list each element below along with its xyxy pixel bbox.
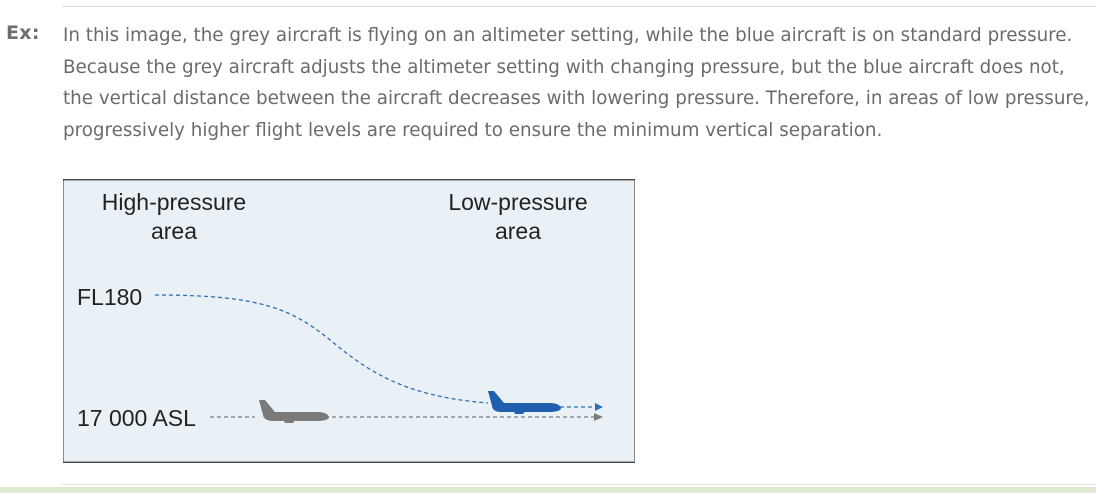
pressure-altitude-diagram: High-pressure area Low-pressure area FL1…: [63, 179, 635, 463]
bottom-divider: [62, 484, 1096, 485]
fl180-label: FL180: [77, 284, 142, 310]
low-pressure-label-line2: area: [495, 218, 541, 244]
blue-flight-path: [154, 294, 489, 404]
diagram-panel: [63, 179, 635, 463]
altitude-17000-label: 17 000 ASL: [77, 405, 196, 431]
high-pressure-label-line2: area: [151, 218, 197, 244]
example-label: Ex:: [6, 22, 40, 44]
arrowhead-icon: [594, 413, 603, 421]
low-pressure-label-line1: Low-pressure: [448, 189, 587, 215]
arrowhead-icon: [595, 403, 603, 411]
bottom-band: [0, 487, 1096, 493]
example-text: In this image, the grey aircraft is flyi…: [63, 25, 1090, 142]
grey-aircraft-icon: [259, 400, 329, 423]
blue-aircraft-icon: [488, 391, 561, 414]
top-divider: [62, 6, 1096, 7]
high-pressure-label-line1: High-pressure: [102, 189, 246, 215]
